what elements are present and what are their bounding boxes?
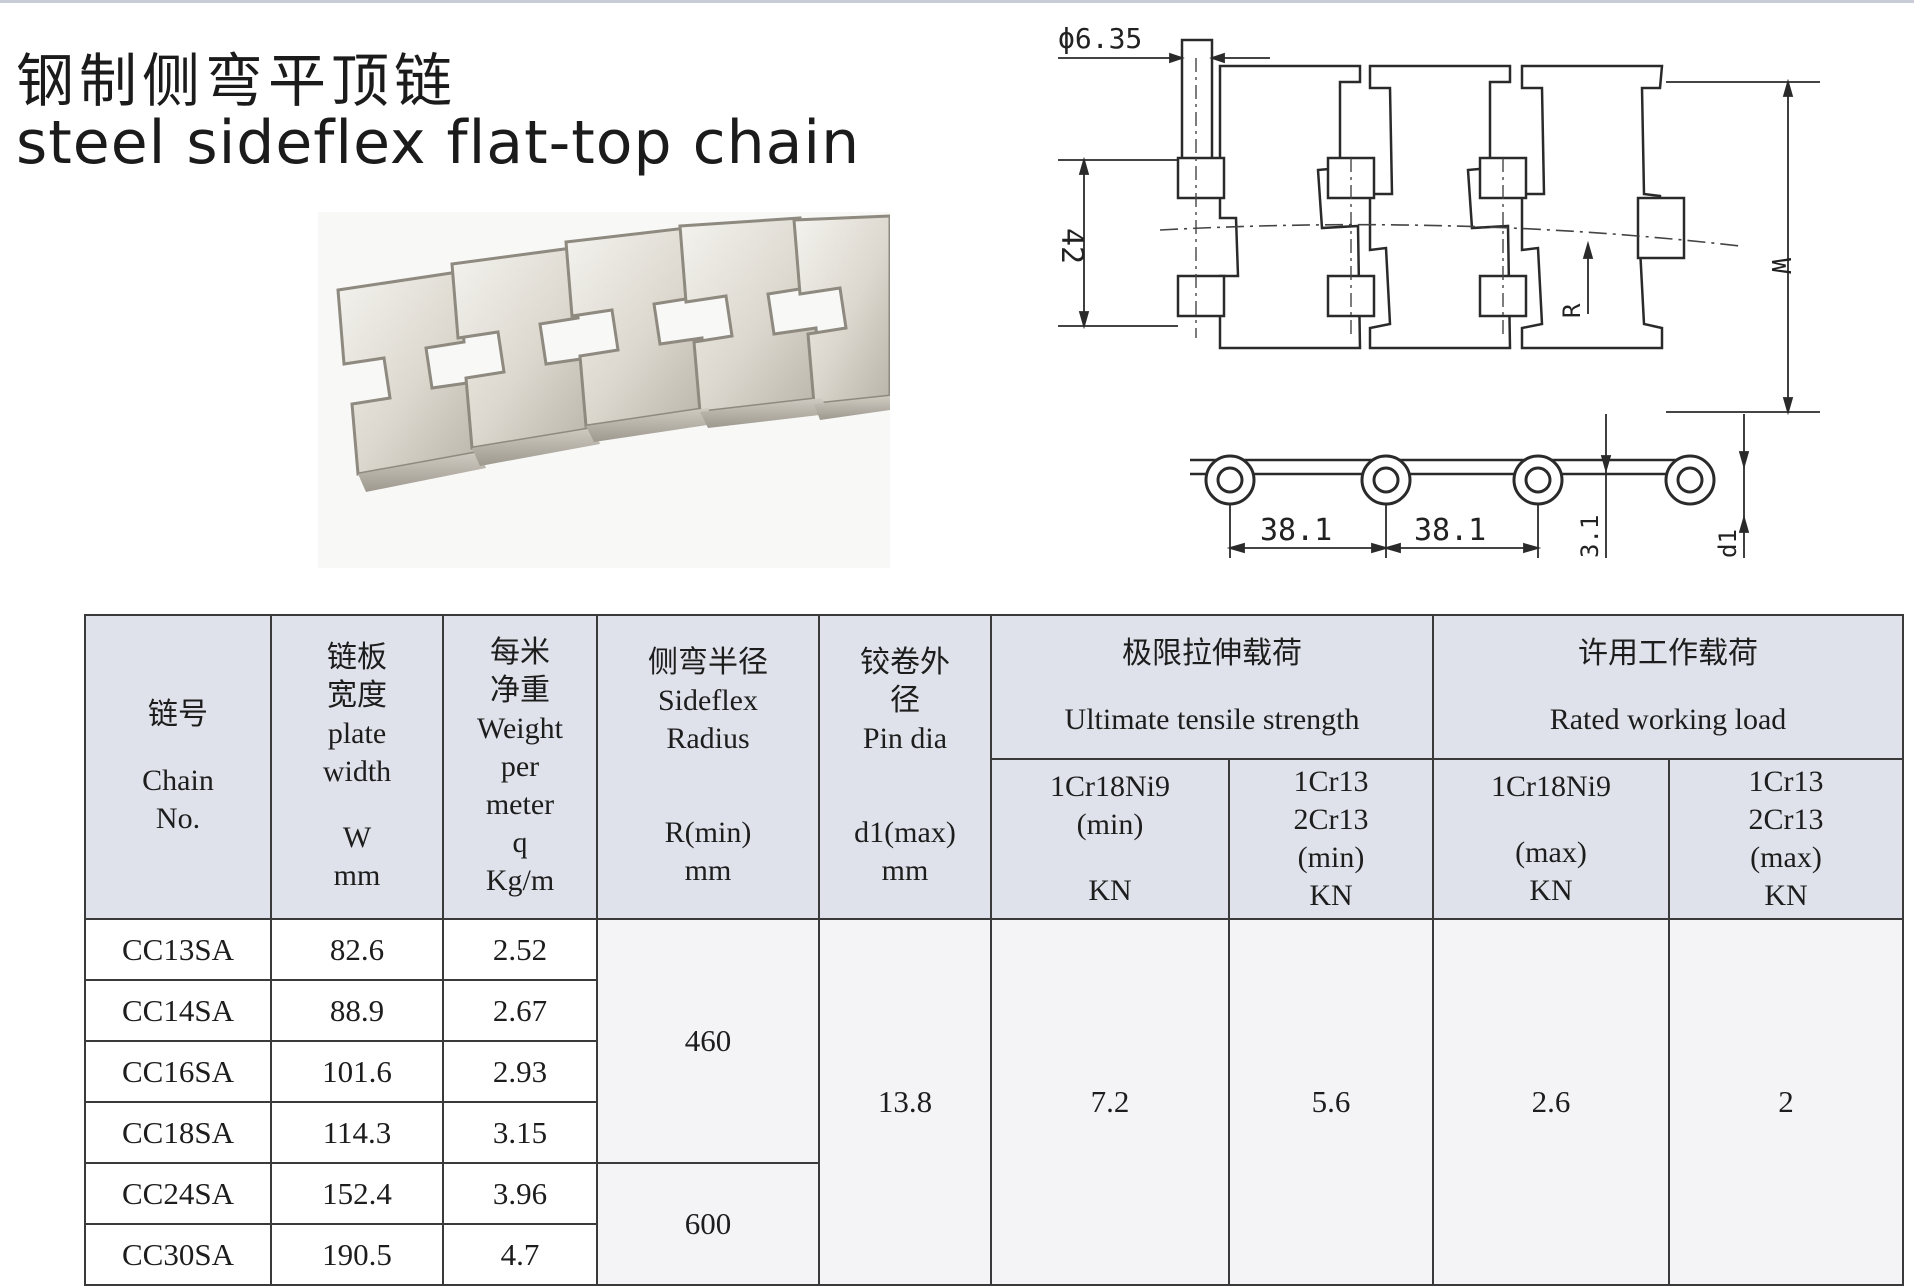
cell-chain: CC30SA bbox=[84, 1223, 272, 1286]
table-row: CC16SA 101.6 2.93 bbox=[84, 1040, 1903, 1103]
technical-drawing: ϕ6.35 42 W R 38.1 38.1 3.1 d1 bbox=[1054, 22, 1820, 558]
cell-width: 101.6 bbox=[270, 1040, 444, 1103]
table-row: CC24SA 152.4 3.96 600 bbox=[84, 1162, 1903, 1286]
thickness-label: 3.1 bbox=[1576, 515, 1604, 558]
cell-radius-group-2: 600 bbox=[596, 1162, 820, 1286]
table-row: CC30SA 190.5 4.7 bbox=[84, 1223, 1903, 1286]
cell-chain: CC14SA bbox=[84, 979, 272, 1042]
cell-width: 190.5 bbox=[270, 1223, 444, 1286]
cell-chain: CC24SA bbox=[84, 1162, 272, 1225]
pin-diameter-label: ϕ6.35 bbox=[1058, 22, 1142, 55]
plate-outlines bbox=[1218, 64, 1664, 350]
cell-weight: 3.96 bbox=[442, 1162, 598, 1225]
header-uts-1cr18ni9: 1Cr18Ni9(min) KN bbox=[990, 758, 1230, 920]
cell-uts-1cr13: 5.6 bbox=[1228, 918, 1434, 1286]
cell-weight: 2.67 bbox=[442, 979, 598, 1042]
cell-weight: 4.7 bbox=[442, 1223, 598, 1286]
d1-label: d1 bbox=[1714, 529, 1742, 558]
cell-width: 82.6 bbox=[270, 918, 444, 981]
cell-width: 88.9 bbox=[270, 979, 444, 1042]
side-view bbox=[1190, 454, 1716, 506]
dim-w-label: W bbox=[1765, 258, 1795, 274]
cell-weight: 3.15 bbox=[442, 1101, 598, 1164]
pitch-label-2: 38.1 bbox=[1414, 513, 1486, 548]
header-pin-dia: 铰卷外径 Pin dia d1(max)mm bbox=[818, 614, 992, 920]
dimension-lines bbox=[1058, 52, 1820, 558]
header-rated-working-load: 许用工作载荷 Rated working load bbox=[1432, 614, 1904, 760]
pitch-label-1: 38.1 bbox=[1260, 513, 1332, 548]
table-row: CC14SA 88.9 2.67 bbox=[84, 979, 1903, 1042]
cell-rwl-1cr18ni9: 2.6 bbox=[1432, 918, 1670, 1286]
hinge-knuckles bbox=[1176, 38, 1686, 318]
title-english: steel sideflex flat-top chain bbox=[16, 108, 861, 178]
cell-width: 114.3 bbox=[270, 1101, 444, 1164]
cell-pin-dia: 13.8 bbox=[818, 918, 992, 1286]
chain-photo bbox=[318, 212, 890, 568]
cell-weight: 2.93 bbox=[442, 1040, 598, 1103]
cell-rwl-1cr13: 2 bbox=[1668, 918, 1904, 1286]
cell-chain: CC13SA bbox=[84, 918, 272, 981]
top-border-line bbox=[0, 0, 1914, 3]
cell-chain: CC16SA bbox=[84, 1040, 272, 1103]
cell-width: 152.4 bbox=[270, 1162, 444, 1225]
table-row: CC13SA 82.6 2.52 460 13.8 7.2 5.6 2.6 2 bbox=[84, 918, 1904, 1286]
cell-uts-1cr18ni9: 7.2 bbox=[990, 918, 1230, 1286]
dim-42-label: 42 bbox=[1054, 228, 1089, 264]
cell-weight: 2.52 bbox=[442, 918, 598, 981]
cell-radius-group-1: 460 bbox=[596, 918, 820, 1164]
header-rwl-1cr18ni9: 1Cr18Ni9 (max)KN bbox=[1432, 758, 1670, 920]
header-ultimate-tensile: 极限拉伸载荷 Ultimate tensile strength bbox=[990, 614, 1434, 760]
table-row: CC18SA 114.3 3.15 bbox=[84, 1101, 1903, 1164]
cell-chain: CC18SA bbox=[84, 1101, 272, 1164]
dim-r-label: R bbox=[1558, 303, 1586, 318]
chain-link-5 bbox=[792, 214, 890, 406]
title-chinese: 钢制侧弯平顶链 bbox=[16, 47, 458, 115]
